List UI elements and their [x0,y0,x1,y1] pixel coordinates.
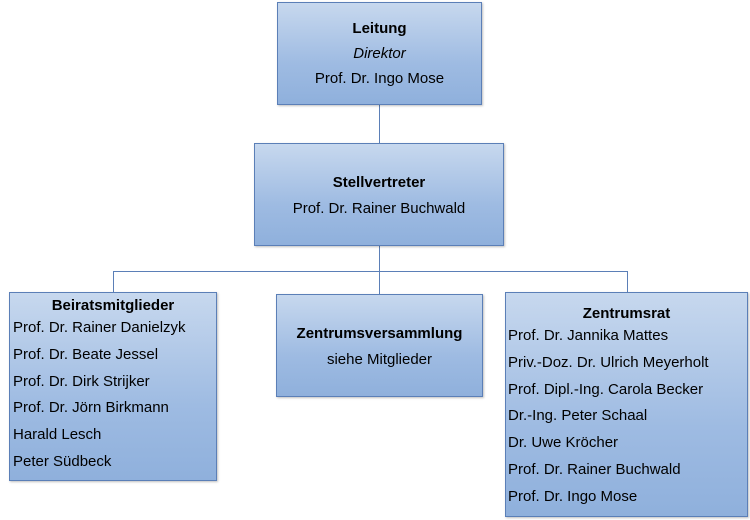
zentrumsrat-member: Dr.-Ing. Peter Schaal [508,407,648,425]
zentrumsrat-member: Prof. Dr. Jannika Mattes [508,327,669,344]
leitung-name: Prof. Dr. Ingo Mose [314,70,445,87]
zentrumsrat-member: Prof. Dr. Rainer Buchwald [508,460,681,478]
beirat-box: Beiratsmitglieder Prof. Dr. Rainer Danie… [9,292,217,481]
zentrumsrat-member-list: Prof. Dr. Jannika Mattes Priv.-Doz. Dr. … [508,323,747,511]
beirat-title: Beiratsmitglieder [51,297,175,314]
connector-zentrumsrat [627,271,628,293]
connector-stellvertreter-down [379,245,380,272]
connector-beirat [113,271,114,293]
zentrumsrat-title: Zentrumsrat [582,305,671,322]
zentrumsrat-member: Dr. Uwe Kröcher [508,434,619,452]
connector-horizontal [113,271,628,272]
connector-leitung-stellvertreter [379,104,380,144]
beirat-member: Prof. Dr. Rainer Danielzyk [13,319,186,336]
beirat-member-list: Prof. Dr. Rainer Danielzyk Prof. Dr. Bea… [13,315,216,476]
zentrumsrat-member: Prof. Dipl.-Ing. Carola Becker [508,380,704,398]
zentrumsrat-box: Zentrumsrat Prof. Dr. Jannika Mattes Pri… [505,292,748,517]
zentrumsrat-member: Priv.-Doz. Dr. Ulrich Meyerholt [508,353,709,371]
leitung-role: Direktor [353,45,406,62]
leitung-title: Leitung [352,20,407,37]
stellvertreter-title: Stellvertreter [332,174,426,191]
zentrumsrat-member: Prof. Dr. Ingo Mose [508,487,638,505]
beirat-member: Harald Lesch [13,426,102,444]
versammlung-box: Zentrumsversammlung siehe Mitglieder [276,294,483,397]
beirat-member: Prof. Dr. Beate Jessel [13,345,159,363]
beirat-member: Peter Südbeck [13,452,112,470]
versammlung-note: siehe Mitglieder [326,351,433,368]
leitung-box: Leitung Direktor Prof. Dr. Ingo Mose [277,2,482,105]
stellvertreter-box: Stellvertreter Prof. Dr. Rainer Buchwald [254,143,504,246]
connector-versammlung [379,271,380,295]
beirat-member: Prof. Dr. Dirk Strijker [13,372,150,390]
stellvertreter-name: Prof. Dr. Rainer Buchwald [292,200,466,217]
beirat-member: Prof. Dr. Jörn Birkmann [13,399,169,417]
versammlung-title: Zentrumsversammlung [296,325,463,342]
